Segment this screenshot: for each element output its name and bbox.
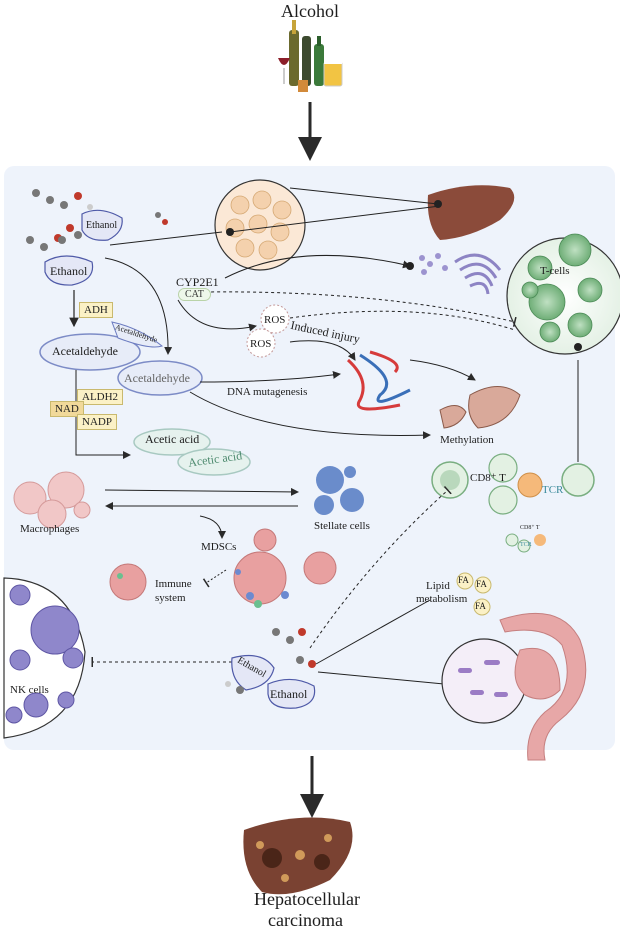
ethanol-label-b: Ethanol	[50, 264, 88, 278]
fa-label-2: FA	[476, 579, 487, 589]
lipid-label-line2: metabolism	[416, 593, 468, 605]
methylation-label: Methylation	[440, 434, 494, 446]
nadp-label: NADP	[77, 414, 117, 430]
title-alcohol: Alcohol	[281, 1, 339, 21]
nk-cells-label: NK cells	[10, 684, 49, 696]
adh-label: ADH	[79, 302, 113, 318]
fa-label-3: FA	[475, 601, 486, 611]
t-cells-label: T-cells	[540, 265, 570, 277]
tcr-small-label: TCR	[520, 542, 532, 548]
ethanol-label-d: Ethanol	[270, 687, 308, 701]
acetic-acid-label-a: Acetic acid	[145, 432, 200, 446]
stellate-cells-label: Stellate cells	[314, 520, 370, 532]
aldh2-label: ALDH2	[77, 389, 124, 405]
ros-label-2: ROS	[250, 338, 272, 350]
title-hcc-line1: Hepatocellular	[254, 889, 360, 909]
cat-label: CAT	[178, 288, 211, 301]
fa-label-1: FA	[458, 575, 469, 585]
nad-label: NAD	[50, 401, 84, 417]
macrophages-label: Macrophages	[20, 523, 80, 535]
ethanol-label-a: Ethanol	[86, 220, 118, 231]
immune-label-line1: Immune	[155, 578, 192, 590]
cyp2e1-label: CYP2E1	[176, 275, 219, 289]
lipid-label-line1: Lipid	[426, 580, 450, 592]
cd8-t-small-label: CD8⁺ T	[520, 525, 540, 531]
title-hcc-line2: carcinoma	[268, 910, 343, 930]
immune-label-line2: system	[155, 592, 186, 604]
dna-mutagenesis-label: DNA mutagenesis	[227, 386, 308, 398]
cd8-t-label: CD8⁺ T	[470, 472, 506, 484]
acetaldehyde-alt-label: Acetaldehyde	[124, 371, 190, 385]
ros-label-1: ROS	[264, 314, 286, 326]
acetaldehyde-main-label: Acetaldehyde	[52, 344, 118, 358]
mdscs-label: MDSCs	[201, 541, 237, 553]
tcr-label: TCR	[542, 484, 564, 496]
alcohol-bottles-icon	[278, 20, 343, 92]
